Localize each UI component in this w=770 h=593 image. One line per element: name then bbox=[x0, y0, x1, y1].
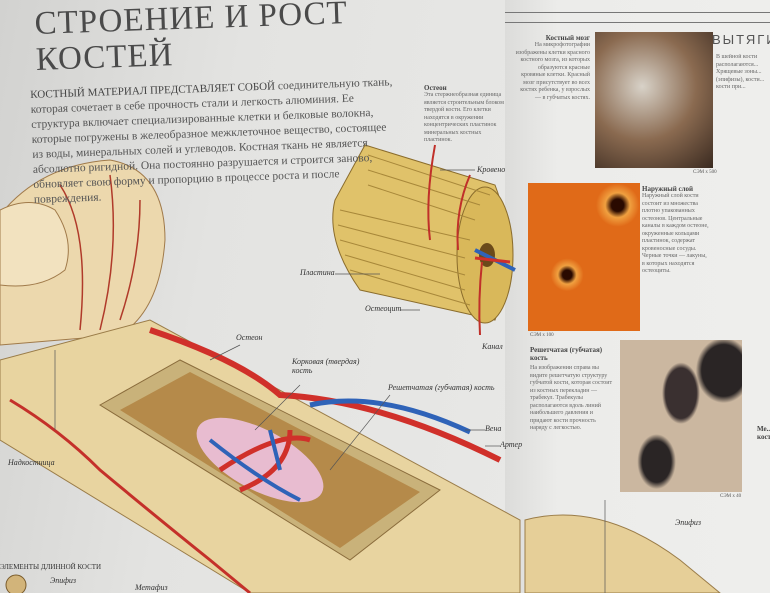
epiphysis-shape bbox=[524, 514, 721, 593]
artery-vessel bbox=[149, 327, 502, 463]
osteon-vessels bbox=[427, 144, 471, 251]
rolled-bone-inner bbox=[0, 202, 69, 287]
label-osteocyte: Остеоцит bbox=[365, 304, 402, 313]
spongy-heading: Решетчатая (губчатая) кость bbox=[530, 346, 603, 362]
osteon-artery bbox=[474, 256, 511, 264]
outer-text: Наружный слой кости состоит из множества… bbox=[642, 193, 709, 274]
marrow-text: На микрофотографии изображены клетки кра… bbox=[515, 42, 590, 101]
legend-epiphysis: Эпифиз bbox=[50, 576, 77, 585]
marrow-heading: Костный мозг bbox=[545, 34, 590, 42]
outer-heading: Наружный слой bbox=[642, 185, 694, 193]
label-cortical-bone: Корковая (твердая) кость bbox=[292, 357, 360, 375]
marrow-magnification: СЭМ x 500 bbox=[693, 170, 717, 175]
label-periosteum: Надкостница bbox=[8, 458, 55, 467]
spongy-text: На изображении справа вы видите решетчат… bbox=[530, 365, 613, 431]
spongy-caption: Решетчатая (губчатая) кость На изображен… bbox=[530, 346, 615, 433]
label-epiphysis: Эпифиз bbox=[675, 518, 702, 527]
label-canal: Канал bbox=[482, 342, 503, 351]
label-vein: Вена bbox=[485, 424, 502, 433]
outer-caption: Наружный слой Наружный слой кости состои… bbox=[642, 185, 710, 276]
side-text: В шейной кости располагаются... Хрящевые… bbox=[716, 54, 765, 90]
label-artery: Артерия bbox=[500, 440, 522, 449]
label-osteon: Остеон bbox=[236, 333, 263, 342]
label-plastina: Пластина bbox=[300, 268, 335, 277]
marrow bbox=[196, 417, 324, 503]
outer-layer-photo bbox=[528, 183, 640, 331]
section-heading: ВЫТЯГИВ bbox=[712, 32, 770, 47]
osteon-caption-text: Эта стержнеобразная единица является стр… bbox=[424, 92, 504, 143]
osteon-vessel-lower bbox=[478, 261, 483, 336]
spongy-photo bbox=[620, 340, 742, 492]
osteon-lamellae bbox=[337, 154, 491, 306]
rolled-bone-vessels bbox=[59, 174, 141, 331]
side-heading: Ме... кост... bbox=[757, 425, 770, 441]
label-spongy-bone: Решетчатая (губчатая) кость bbox=[388, 383, 495, 392]
outer-magnification: СЭМ x 100 bbox=[530, 333, 554, 338]
page-title: СТРОЕНИЕ И РОСТ КОСТЕЙ bbox=[34, 0, 350, 78]
divider-top-2 bbox=[505, 22, 770, 23]
intro-paragraph: КОСТНЫЙ МАТЕРИАЛ ПРЕДСТАВЛЯЕТ СОБОЙ соед… bbox=[30, 75, 399, 208]
marrow-photo bbox=[595, 32, 713, 168]
pointer-lines bbox=[54, 169, 606, 593]
periosteum-artery bbox=[9, 398, 251, 593]
osteon-caption: Остеон Эта стержнеобразная единица являе… bbox=[424, 84, 510, 145]
legend-heading: ЭЛЕМЕНТЫ ДЛИННОЙ КОСТИ bbox=[0, 563, 102, 571]
divider-top bbox=[505, 12, 770, 13]
legend-metaphysis: Метафиз bbox=[135, 583, 168, 592]
label-blood-vessel: Кровеносный bbox=[477, 165, 505, 174]
vein-vessel bbox=[309, 398, 472, 435]
marrow-vein bbox=[208, 429, 301, 502]
osteon-caption-heading: Остеон bbox=[424, 84, 447, 92]
spongy-magnification: СЭМ x 40 bbox=[720, 494, 742, 499]
epiphysis-legend-icon bbox=[5, 574, 27, 593]
marrow-caption: Костный мозг На микрофотографии изображе… bbox=[515, 34, 590, 102]
